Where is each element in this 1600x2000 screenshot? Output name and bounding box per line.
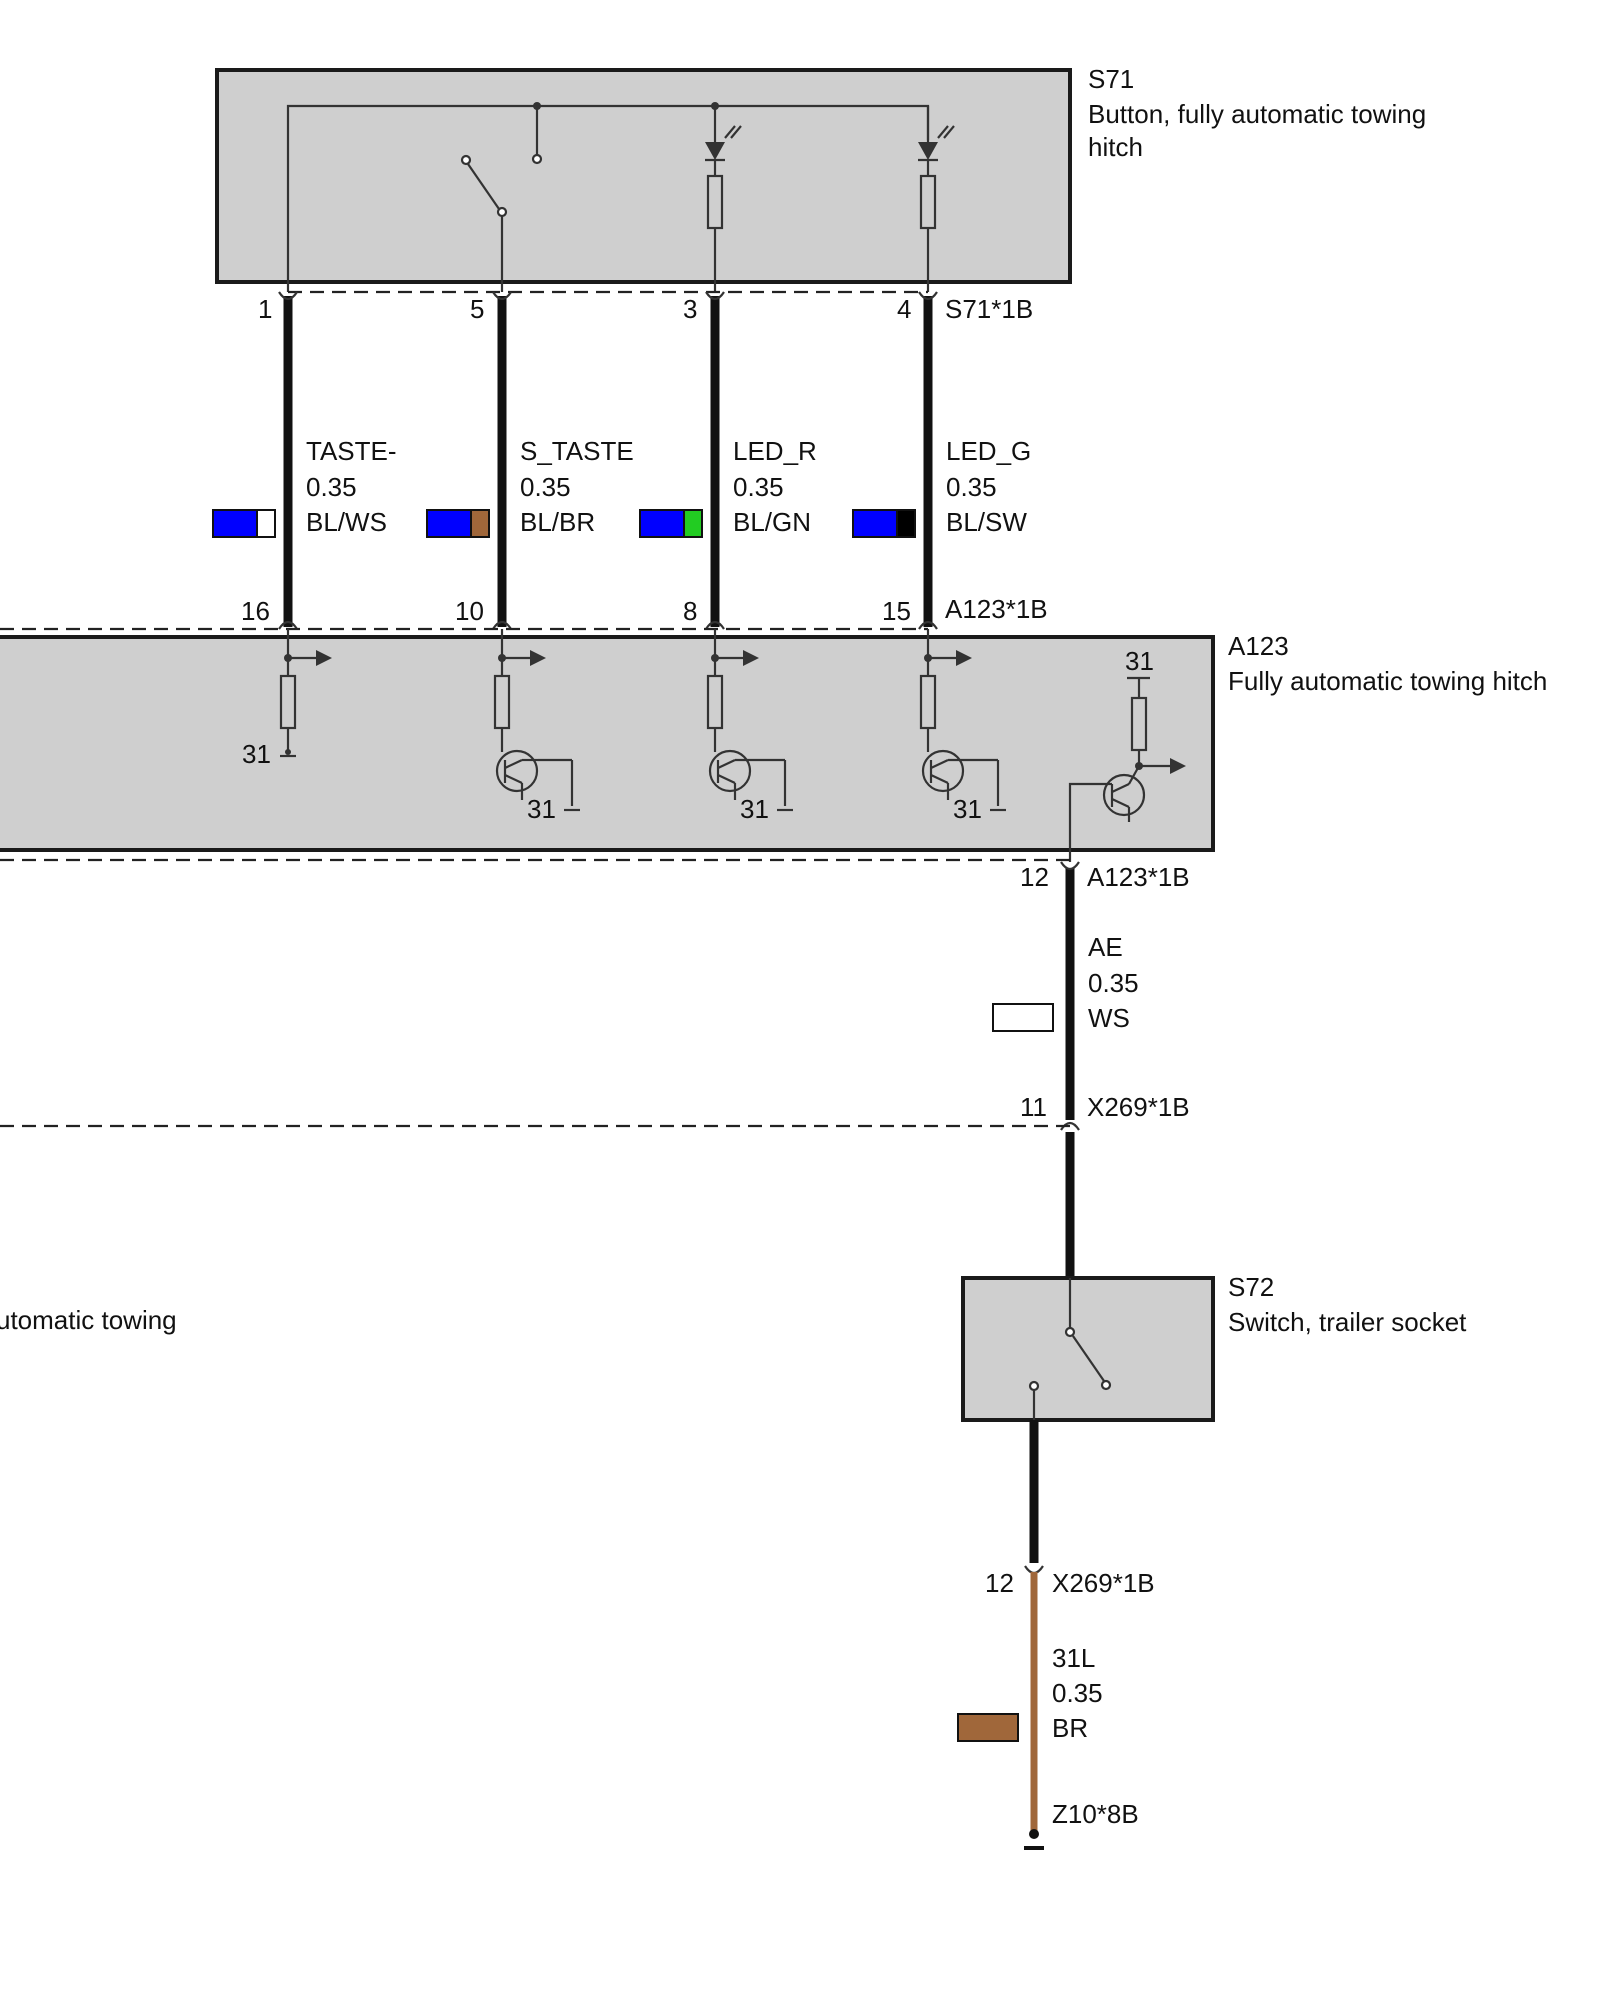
a123-name: Fully automatic towing hitch	[1228, 666, 1547, 696]
wire-color-label: BL/GN	[733, 507, 811, 537]
wire-color-swatch	[992, 1003, 1054, 1032]
wire-color-label: WS	[1088, 1003, 1130, 1033]
a123-component-box[interactable]	[0, 635, 1215, 852]
wire-signal-label: TASTE-	[306, 436, 397, 466]
a123-connector-label-top: A123*1B	[945, 594, 1048, 624]
wire-signal-label: AE	[1088, 932, 1123, 962]
pin-number: 15	[882, 596, 911, 626]
pin-number: 16	[241, 596, 270, 626]
a123-connector-label-bottom: A123*1B	[1087, 862, 1190, 892]
pin-cups-top	[278, 291, 938, 301]
transistor-icon	[495, 749, 539, 793]
s72-switch-icon	[1028, 1278, 1112, 1420]
wire-size-label: 0.35	[946, 472, 997, 502]
s71-name: Button, fully automatic towing	[1088, 99, 1426, 129]
s72-name: Switch, trailer socket	[1228, 1307, 1467, 1337]
pin-number: 5	[470, 294, 484, 324]
resistor-icon	[919, 174, 937, 230]
s71-id: S71	[1088, 64, 1134, 94]
wire-color-swatch	[212, 509, 276, 538]
wire-color-label: BR	[1052, 1713, 1088, 1743]
s72-component-box[interactable]	[961, 1276, 1215, 1422]
s71-internal-circuit	[286, 102, 955, 292]
pin-number: 10	[455, 596, 484, 626]
ground-label: 31	[527, 794, 556, 824]
wire-signal-label: S_TASTE	[520, 436, 634, 466]
pin-cups-bottom	[278, 620, 938, 630]
wire-size-label: 0.35	[1088, 968, 1139, 998]
wire-signal-label: LED_R	[733, 436, 817, 466]
wire-signal-label: LED_G	[946, 436, 1031, 466]
wire-size-label: 0.35	[733, 472, 784, 502]
wire-color-swatch	[957, 1713, 1019, 1742]
ground-point-icon	[1024, 1829, 1044, 1850]
transistor-icon	[921, 749, 965, 793]
a123-id: A123	[1228, 631, 1289, 661]
s71-component-box[interactable]	[215, 68, 1072, 284]
pin-number: 11	[1020, 1092, 1047, 1122]
led-green-icon	[918, 142, 938, 160]
ground-label: 31	[953, 794, 982, 824]
pin-number: 12	[985, 1568, 1014, 1598]
s72-id: S72	[1228, 1272, 1274, 1302]
x269-bottom-connector-label: X269*1B	[1052, 1568, 1155, 1598]
wire-size-label: 0.35	[520, 472, 571, 502]
led-red-icon	[705, 142, 725, 160]
a123-internal-circuit	[279, 629, 1186, 862]
wire-signal-label: 31L	[1052, 1643, 1095, 1673]
ground-label: 31	[1125, 646, 1154, 676]
wire-color-swatch	[639, 509, 703, 538]
wire-color-label: BL/SW	[946, 507, 1027, 537]
ground-label: 31	[740, 794, 769, 824]
pin-number: 8	[683, 596, 697, 626]
pin-number: 3	[683, 294, 697, 324]
pin-number: 4	[897, 294, 911, 324]
pin-cups-ae	[1060, 861, 1080, 1131]
transistor-icon	[708, 749, 752, 793]
wire-color-swatch	[426, 509, 490, 538]
pin-number: 12	[1020, 862, 1049, 892]
s71-connector-label: S71*1B	[945, 294, 1033, 324]
z10-connector-label: Z10*8B	[1052, 1799, 1139, 1829]
wire-color-label: BL/BR	[520, 507, 595, 537]
wire-size-label: 0.35	[306, 472, 357, 502]
wire-size-label: 0.35	[1052, 1678, 1103, 1708]
transistor-icon	[1102, 773, 1146, 817]
s71-name-line2: hitch	[1088, 132, 1143, 162]
cutoff-component-label: utomatic towing	[0, 1305, 177, 1335]
ground-label: 31	[242, 739, 271, 769]
pin-number: 1	[258, 294, 272, 324]
x269-connector-label: X269*1B	[1087, 1092, 1190, 1122]
pin-cup-x269-bottom	[1024, 1565, 1044, 1575]
resistor-icon	[706, 174, 724, 230]
wire-color-label: BL/WS	[306, 507, 387, 537]
wire-color-swatch	[852, 509, 916, 538]
